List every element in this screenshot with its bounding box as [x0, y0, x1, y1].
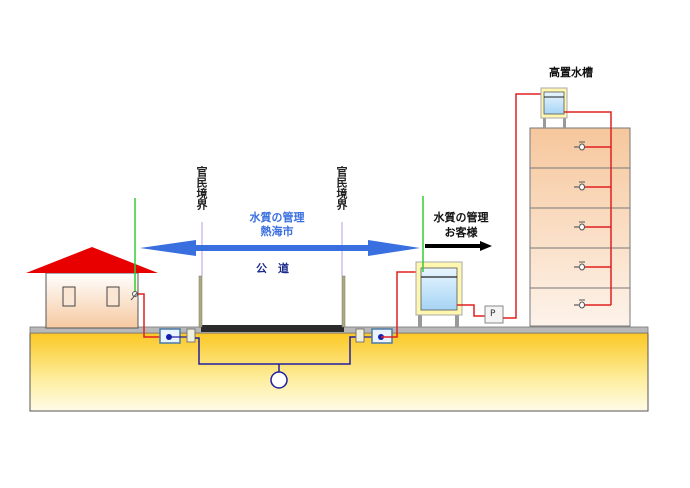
city-responsibility-arrow — [140, 240, 420, 256]
downfeed-pipe — [564, 111, 612, 305]
stop-valve-right — [355, 328, 365, 343]
ground — [29, 332, 649, 412]
faucet-icon — [574, 261, 611, 271]
pump-label: P — [490, 309, 496, 319]
main-pipe-section-icon — [270, 371, 288, 389]
pump-suction-pipe — [457, 304, 485, 317]
faucet-icon — [574, 141, 611, 151]
riser-pipe — [503, 93, 541, 319]
service-pipe-left — [138, 293, 160, 338]
faucet-icon — [574, 299, 611, 309]
faucet-icon — [130, 291, 138, 301]
customer-responsibility-arrow — [425, 241, 492, 251]
customer-name: お客様 — [444, 226, 478, 239]
floor-faucets — [574, 141, 611, 309]
pump-box — [484, 305, 504, 324]
boundary-label-left: 官民境界 — [195, 166, 208, 210]
house — [26, 247, 158, 329]
service-pipe-right — [381, 271, 421, 338]
customer-management-title: 水質の管理 — [433, 211, 489, 224]
elevated-tank-label: 高置水槽 — [549, 66, 593, 79]
boundary-label-right: 官民境界 — [335, 166, 348, 210]
city-name: 熱海市 — [260, 225, 294, 238]
house-window — [62, 286, 76, 307]
house-window — [106, 286, 120, 307]
city-management-title: 水質の管理 — [249, 211, 305, 224]
boundary-post-left — [198, 275, 203, 328]
boundary-post-right — [341, 275, 346, 328]
elevated-tank — [540, 87, 568, 128]
stop-valve-left — [186, 328, 196, 343]
public-road-label: 公 道 — [256, 262, 289, 275]
distribution-main — [195, 336, 357, 365]
faucet-icon — [574, 181, 611, 191]
public-road — [201, 325, 344, 332]
faucet-icon — [574, 221, 611, 231]
receiving-tank — [415, 261, 463, 327]
